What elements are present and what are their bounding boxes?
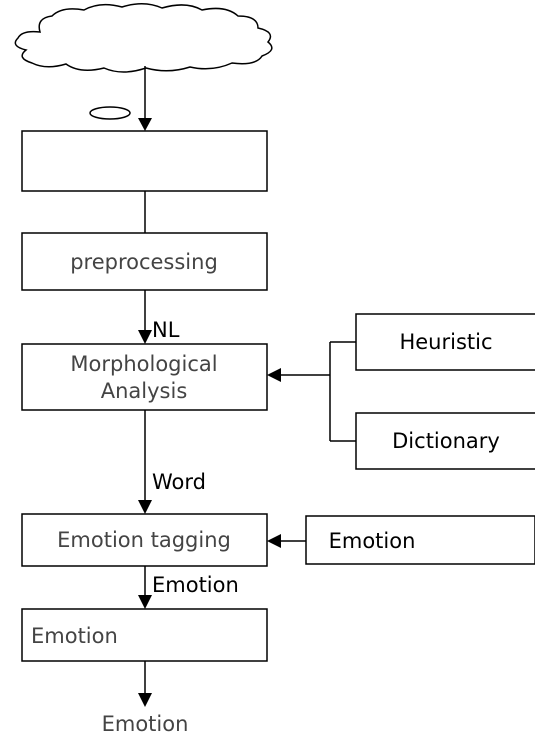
arrow-head	[138, 693, 152, 707]
morphological-label-line1: Morphological	[70, 352, 217, 376]
emotion-tagging-label: Emotion tagging	[57, 528, 231, 552]
emotion-box-label: Emotion	[31, 624, 118, 648]
morphological-label-line2: Analysis	[101, 379, 188, 403]
dictionary-box	[355, 412, 535, 470]
cloud-shape	[14, 3, 273, 73]
emotion-box	[21, 608, 268, 662]
heuristic-label: Heuristic	[399, 330, 492, 354]
edge-label-emotion: Emotion	[152, 573, 239, 597]
heuristic-box	[355, 313, 535, 371]
edge-label-word: Word	[152, 470, 206, 494]
small-ellipse	[89, 106, 131, 120]
edge-label-nl: NL	[152, 318, 180, 342]
preprocessing-box	[21, 232, 268, 291]
morphological-analysis-box	[21, 343, 268, 411]
dictionary-label: Dictionary	[392, 429, 500, 453]
arrow-head	[138, 500, 152, 514]
arrow-head	[267, 534, 281, 548]
blank-box	[21, 130, 268, 192]
arrow-head	[138, 330, 152, 344]
emotion-input-box	[305, 515, 535, 565]
arrow-head	[267, 368, 281, 382]
preprocessing-label: preprocessing	[70, 250, 218, 274]
emotion-output-label: Emotion	[102, 712, 189, 736]
emotion-input-label: Emotion	[329, 529, 416, 553]
arrow-head	[138, 118, 152, 131]
arrow-head	[138, 595, 152, 609]
